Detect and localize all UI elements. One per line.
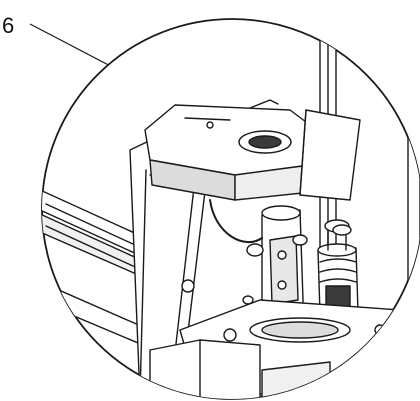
spring-valve xyxy=(317,219,359,315)
top-block xyxy=(144,99,313,201)
callout-number-6: 6 xyxy=(2,13,14,38)
vertical-rod xyxy=(299,19,420,301)
hose xyxy=(209,199,263,244)
